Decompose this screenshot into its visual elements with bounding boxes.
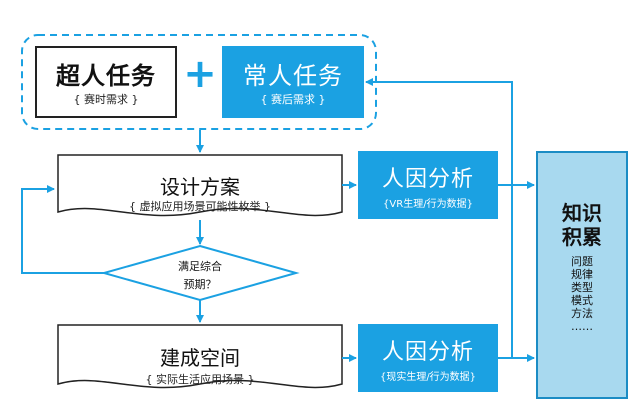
knowledge-title-line-2: 积累 — [562, 225, 602, 249]
knowledge-item: 类型 — [571, 281, 593, 294]
human-factors-real-title: 人因分析 — [381, 340, 474, 365]
knowledge-item: 问题 — [571, 255, 593, 268]
ordinary-task-subtitle: { 赛后需求 } — [260, 93, 326, 106]
arrow-decision-loop-back — [21, 185, 104, 274]
human-factors-real-box: 人因分析 {现实生理/行为数据} — [358, 324, 498, 392]
decision-line-2: 预期？ — [183, 278, 217, 291]
superhuman-task-title: 超人任务 — [56, 62, 156, 90]
human-factors-real-subtitle: {现实生理/行为数据} — [379, 372, 477, 383]
knowledge-items: 问题 规律 类型 模式 方法 …… — [538, 255, 626, 333]
superhuman-task-subtitle: { 赛时需求 } — [73, 93, 139, 106]
knowledge-item: 模式 — [571, 294, 593, 307]
design-title: 设计方案 — [160, 175, 240, 199]
human-factors-vr-subtitle: {VR生理/行为数据} — [383, 199, 473, 210]
knowledge-item: 方法 — [571, 307, 593, 320]
superhuman-task-box: 超人任务 { 赛时需求 } — [35, 46, 177, 118]
knowledge-item: …… — [571, 320, 593, 333]
build-document-shape — [57, 324, 343, 389]
human-factors-vr-box: 人因分析 {VR生理/行为数据} — [358, 151, 498, 219]
plus-icon: + — [183, 51, 217, 97]
decision-line-1: 满足综合 — [178, 260, 222, 273]
ordinary-task-box: 常人任务 { 赛后需求 } — [222, 46, 364, 118]
human-factors-vr-title: 人因分析 — [381, 167, 474, 192]
ordinary-task-title: 常人任务 — [243, 62, 343, 90]
design-subtitle: { 虚拟应用场景可能性枚举 } — [129, 200, 271, 213]
knowledge-item: 规律 — [571, 268, 593, 281]
arrow-knowledge-feedback — [365, 78, 513, 358]
knowledge-title: 知识 积累 — [538, 201, 626, 249]
knowledge-title-line-1: 知识 — [562, 201, 602, 225]
design-document-shape — [57, 154, 343, 217]
build-subtitle: { 实际生活应用场景 } — [145, 373, 255, 386]
build-title: 建成空间 — [160, 346, 240, 370]
decision-label: 满足综合 预期？ — [138, 258, 262, 294]
knowledge-accumulation-box: 知识 积累 问题 规律 类型 模式 方法 …… — [536, 151, 628, 399]
